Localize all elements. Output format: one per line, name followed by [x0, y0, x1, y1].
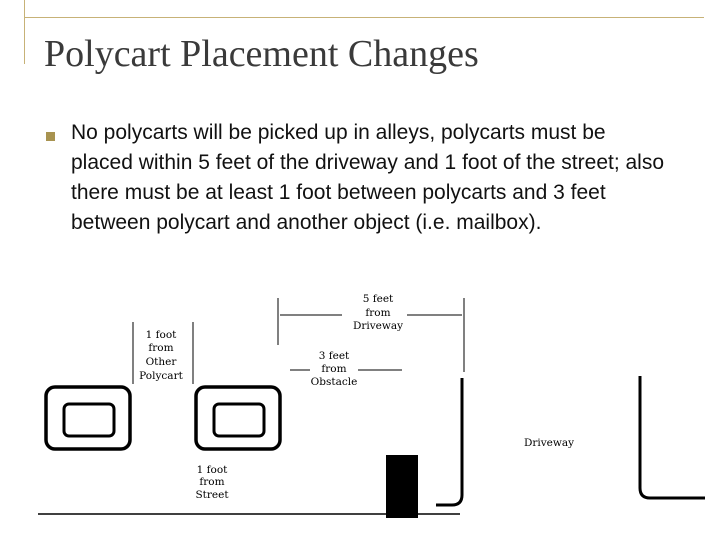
- decor-vertical-line: [24, 0, 25, 64]
- polycart-right-icon: [194, 385, 282, 451]
- slide-title: Polycart Placement Changes: [44, 33, 479, 75]
- mailbox-obstacle-icon: [386, 455, 418, 518]
- label-1ft-other-line2: from: [148, 342, 173, 354]
- label-3ft-line2: from: [321, 363, 346, 375]
- label-5ft-line1: 5 feet: [363, 293, 394, 305]
- label-driveway: Driveway: [524, 437, 574, 449]
- polycart-left-lid-icon: [62, 402, 116, 438]
- label-3ft-line3: Obstacle: [311, 376, 358, 388]
- polycart-right-lid-icon: [212, 402, 266, 438]
- label-5ft-line3: Driveway: [353, 320, 403, 332]
- label-3ft-line1: 3 feet: [319, 350, 350, 362]
- label-1ft-street-line3: Street: [195, 489, 229, 501]
- label-1ft-other-line3: Other: [146, 356, 178, 368]
- label-1ft-other-line1: 1 foot: [146, 329, 178, 341]
- label-1ft-street-line1: 1 foot: [197, 464, 229, 476]
- placement-diagram: 1 foot from Other Polycart 5 feet from D…: [38, 293, 705, 518]
- label-5ft-line2: from: [365, 307, 390, 319]
- polycart-left-icon: [44, 385, 132, 451]
- driveway-right-edge: [638, 376, 705, 500]
- label-1ft-other-line4: Polycart: [139, 370, 183, 382]
- bullet-square-icon: [46, 132, 55, 141]
- decor-horizontal-line: [24, 17, 704, 18]
- bullet-text: No polycarts will be picked up in alleys…: [71, 121, 665, 234]
- driveway-left-edge: [436, 378, 464, 507]
- label-1ft-street-line2: from: [199, 476, 224, 488]
